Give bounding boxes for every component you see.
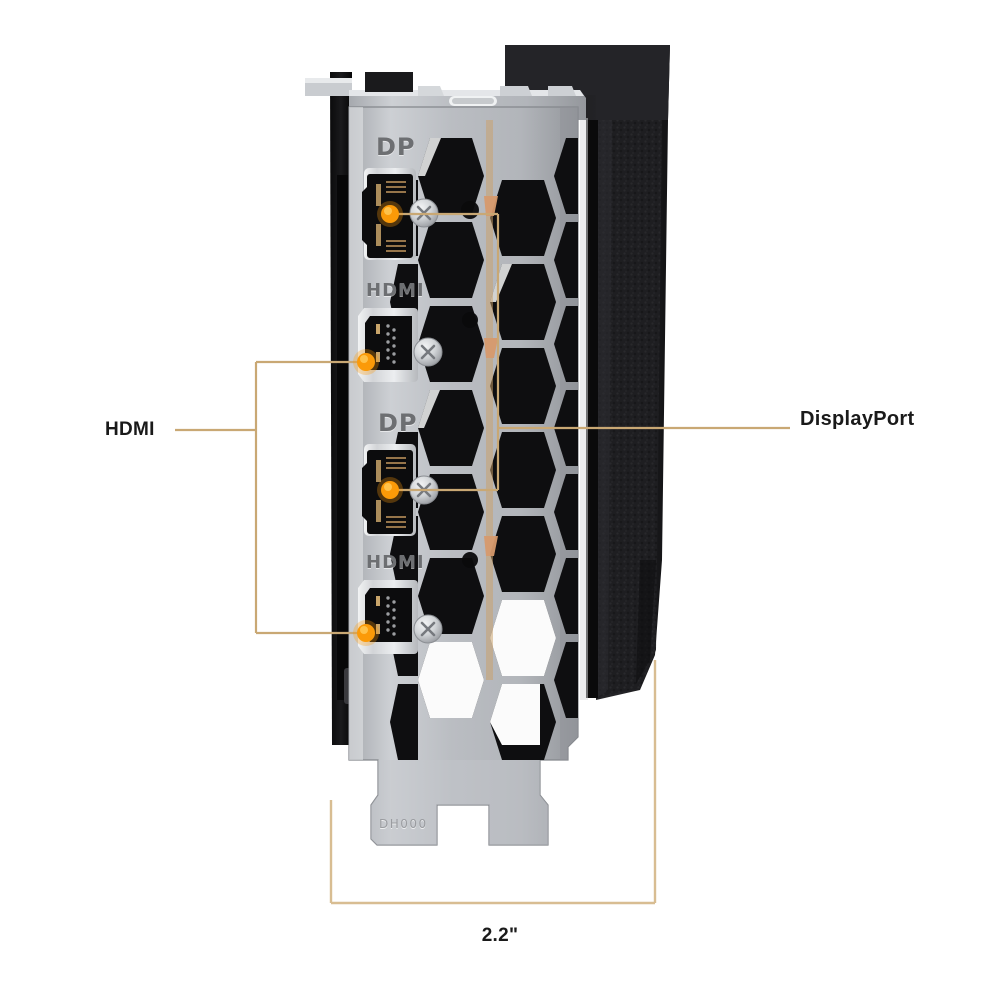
port-hdmi-1	[358, 308, 418, 382]
dot-displayport-1	[377, 201, 403, 227]
callout-line-displayport	[394, 212, 790, 492]
dimension-bracket-width	[329, 660, 657, 905]
callout-label-displayport: DisplayPort	[800, 408, 915, 430]
dot-hdmi-1	[353, 349, 379, 375]
callout-label-hdmi: HDMI	[105, 419, 155, 440]
callout-line-hdmi	[175, 360, 372, 635]
bracket-engraving: DH000	[379, 817, 428, 831]
dot-hdmi-2	[353, 620, 379, 646]
callout-dots	[353, 201, 403, 646]
bracket-screws	[409, 198, 443, 644]
port-hdmi-2	[358, 580, 418, 654]
cooler-shroud	[505, 45, 670, 700]
dimension-label-width: 2.2"	[481, 925, 519, 946]
dot-displayport-2	[377, 477, 403, 503]
